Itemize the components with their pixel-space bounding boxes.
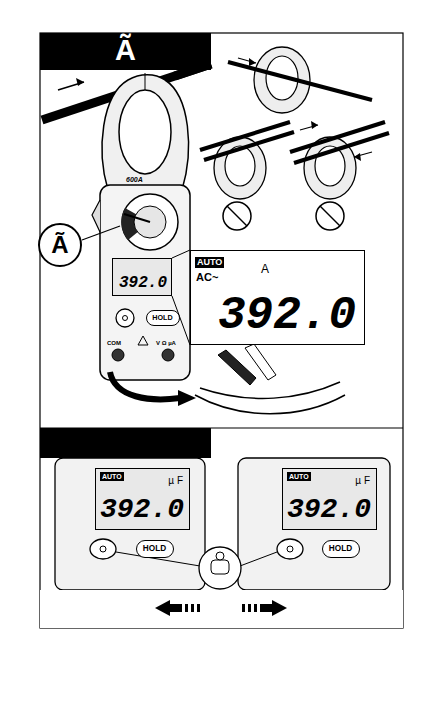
jack-label: COM <box>107 340 121 346</box>
meter-lcd: AUTO µ F 392.0 <box>282 468 377 530</box>
button-label: HOLD <box>323 545 358 553</box>
display-zoom: AUTO AC~ A 392.0 <box>190 250 365 345</box>
zoom-line <box>172 250 190 345</box>
rating-label: 600A <box>126 176 143 183</box>
reading: 392.0 <box>218 293 356 339</box>
hold-button: HOLD <box>146 310 180 326</box>
unit: µ F <box>355 476 370 486</box>
callout-circle: Ã <box>38 223 82 267</box>
header-band: Ã <box>40 33 211 70</box>
mode-symbol: Ã <box>40 233 80 257</box>
button-label: HOLD <box>147 314 178 321</box>
reading: 392.0 <box>100 496 184 524</box>
auto-indicator: AUTO <box>195 257 224 268</box>
reading: 392.0 <box>119 275 167 291</box>
hold-button: HOLD <box>322 540 360 558</box>
reading: 392.0 <box>287 496 371 524</box>
meter-lcd: 392.0 <box>112 258 172 296</box>
unit: A <box>261 263 269 275</box>
jack-label: V Ω µA <box>156 340 176 346</box>
button-label: HOLD <box>137 545 172 553</box>
ac-indicator: AC~ <box>196 272 218 283</box>
unit: µ F <box>168 476 183 486</box>
auto-indicator: AUTO <box>287 472 311 481</box>
mode-symbol: Ã <box>40 36 211 65</box>
hold-button: HOLD <box>136 540 174 558</box>
meter-lcd: AUTO µ F 392.0 <box>95 468 190 530</box>
auto-indicator: AUTO <box>100 472 124 481</box>
